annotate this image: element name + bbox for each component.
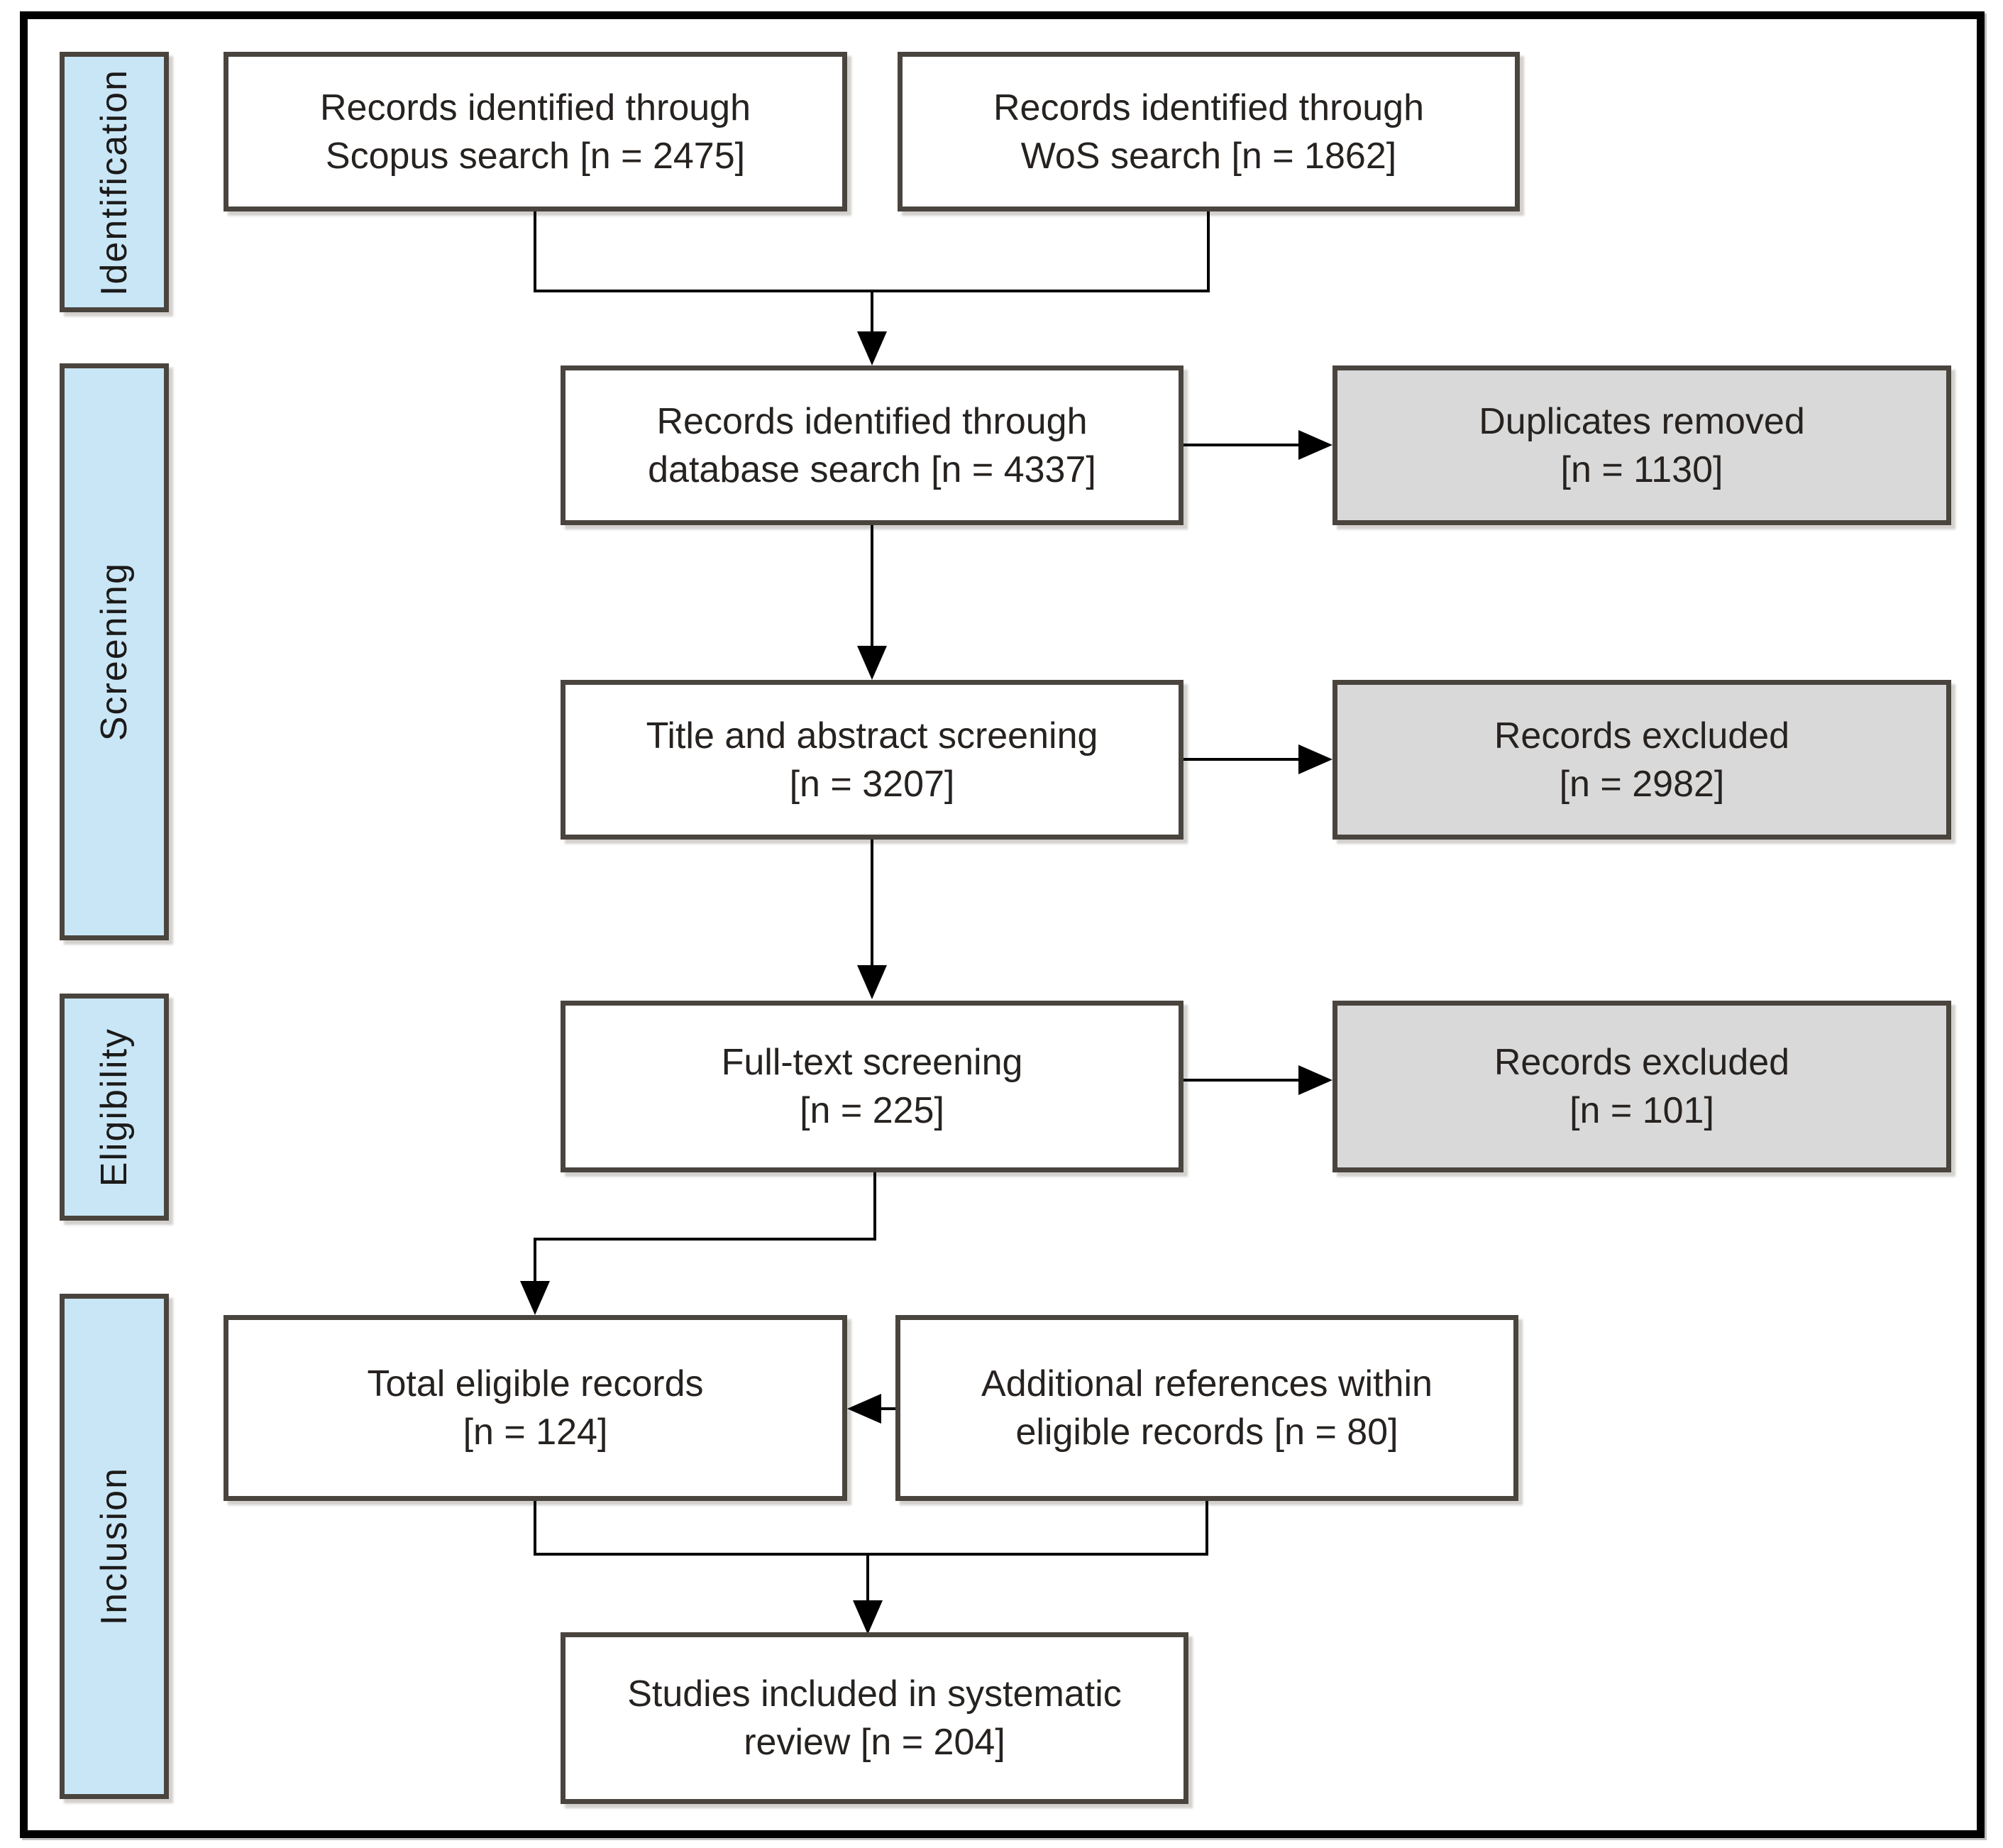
box-records-excluded-screening: Records excluded [n = 2982] [1332, 680, 1951, 840]
connector-title-down [871, 840, 873, 967]
stage-screening: Screening [60, 363, 169, 940]
connector-elbow-drop [534, 1238, 536, 1283]
box-total-eligible-line1: Total eligible records [367, 1363, 704, 1404]
stage-eligibility: Eligibility [60, 994, 169, 1221]
box-fulltext-screening: Full-text screening [n = 225] [561, 1001, 1183, 1172]
box-studies-included: Studies included in systematic review [n… [561, 1632, 1188, 1804]
connector-elbow-left [534, 1238, 876, 1241]
connector-fulltext-down [873, 1172, 876, 1241]
box-additional-references-line1: Additional references within [981, 1363, 1433, 1404]
box-fulltext-line2: [n = 225] [800, 1090, 944, 1131]
box-records-scopus-line2: Scopus search [n = 2475] [325, 135, 746, 177]
connector-merge-bottom [534, 1553, 1208, 1556]
box-studies-included-line2: review [n = 204] [744, 1722, 1005, 1763]
connector-database-to-duplicates [1183, 444, 1301, 446]
box-excluded-fulltext-line2: [n = 101] [1569, 1090, 1714, 1131]
box-title-abstract-line2: [n = 3207] [789, 763, 955, 805]
connector-merge-drop [871, 291, 873, 334]
stage-inclusion-label: Inclusion [94, 1467, 135, 1626]
arrowhead-right-to-excluded-fulltext [1298, 1065, 1332, 1095]
connector-eligible-down [534, 1501, 536, 1556]
connector-database-down [871, 525, 873, 647]
box-additional-references-line2: eligible records [n = 80] [1015, 1412, 1398, 1453]
arrowhead-left-to-eligible [847, 1394, 881, 1424]
connector-title-to-excluded [1183, 758, 1301, 761]
connector-scopus-down [534, 211, 536, 291]
stage-eligibility-label: Eligibility [94, 1027, 135, 1187]
box-database-search: Records identified through database sear… [561, 365, 1183, 525]
box-total-eligible: Total eligible records [n = 124] [224, 1315, 847, 1501]
box-duplicates-removed: Duplicates removed [n = 1130] [1332, 365, 1951, 525]
stage-identification-label: Identification [94, 68, 135, 296]
arrowhead-down-to-eligible [520, 1281, 550, 1315]
box-studies-included-line1: Studies included in systematic [627, 1673, 1122, 1715]
box-title-abstract-screening: Title and abstract screening [n = 3207] [561, 680, 1183, 840]
arrowhead-down-to-included [853, 1600, 883, 1634]
box-fulltext-line1: Full-text screening [721, 1042, 1023, 1083]
box-total-eligible-line2: [n = 124] [463, 1412, 608, 1453]
connector-additional-to-eligible [880, 1407, 895, 1410]
stage-inclusion: Inclusion [60, 1294, 169, 1799]
box-excluded-fulltext-line1: Records excluded [1494, 1042, 1790, 1083]
arrowhead-right-to-duplicates [1298, 430, 1332, 460]
box-records-wos: Records identified through WoS search [n… [898, 52, 1520, 211]
box-excluded-screening-line2: [n = 2982] [1559, 763, 1725, 805]
connector-fulltext-to-excluded [1183, 1079, 1301, 1082]
stage-screening-label: Screening [94, 562, 135, 742]
box-records-wos-line1: Records identified through [993, 87, 1425, 128]
box-additional-references: Additional references within eligible re… [895, 1315, 1518, 1501]
connector-final-drop [866, 1554, 869, 1604]
box-records-wos-line2: WoS search [n = 1862] [1020, 135, 1397, 177]
connector-additional-down [1205, 1501, 1208, 1556]
box-records-scopus-line1: Records identified through [319, 87, 751, 128]
box-duplicates-removed-line2: [n = 1130] [1560, 449, 1723, 490]
arrowhead-down-to-title-abstract [857, 646, 887, 680]
arrowhead-right-to-excluded-screening [1298, 744, 1332, 774]
box-database-search-line1: Records identified through [656, 400, 1088, 442]
arrowhead-down-to-fulltext [857, 965, 887, 999]
connector-wos-down [1207, 211, 1210, 291]
box-records-scopus: Records identified through Scopus search… [224, 52, 847, 211]
box-duplicates-removed-line1: Duplicates removed [1479, 400, 1805, 442]
arrowhead-down-to-database [857, 331, 887, 365]
stage-identification: Identification [60, 52, 169, 312]
box-excluded-screening-line1: Records excluded [1494, 715, 1790, 757]
outer-border [20, 11, 1985, 1838]
box-records-excluded-fulltext: Records excluded [n = 101] [1332, 1001, 1951, 1172]
box-title-abstract-line1: Title and abstract screening [646, 715, 1098, 757]
box-database-search-line2: database search [n = 4337] [648, 449, 1096, 490]
